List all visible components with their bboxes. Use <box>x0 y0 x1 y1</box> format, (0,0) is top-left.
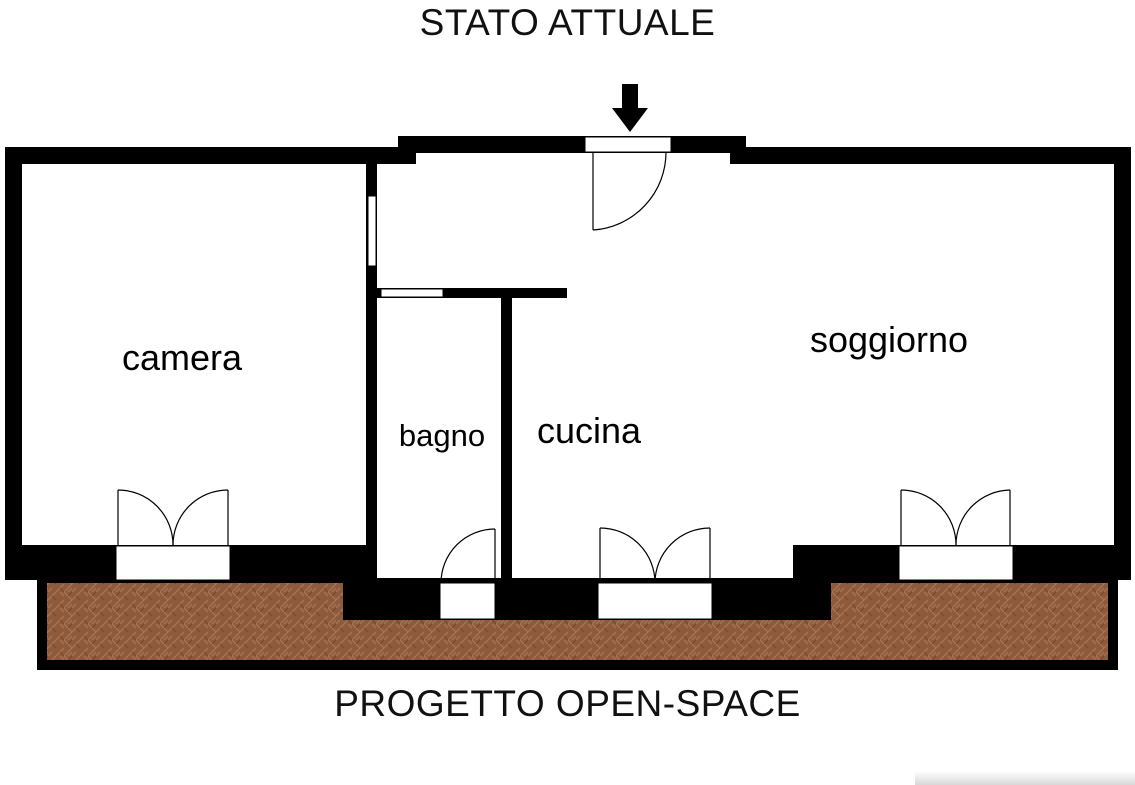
plan-title: STATO ATTUALE <box>419 2 716 43</box>
page-edge-shadow <box>915 771 1135 785</box>
room-label-camera: camera <box>122 337 243 378</box>
door-swings <box>117 489 1011 584</box>
room-label-cucina: cucina <box>537 410 642 451</box>
arrow-down-icon <box>612 84 648 132</box>
plan-subtitle: PROGETTO OPEN-SPACE <box>334 683 801 724</box>
room-label-bagno: bagno <box>399 418 485 453</box>
terrace <box>37 578 1118 670</box>
windows <box>115 195 1014 620</box>
exterior-walls <box>5 136 1131 620</box>
interior-walls <box>366 160 567 585</box>
room-label-soggiorno: soggiorno <box>810 319 968 360</box>
entrance-door <box>584 136 672 231</box>
